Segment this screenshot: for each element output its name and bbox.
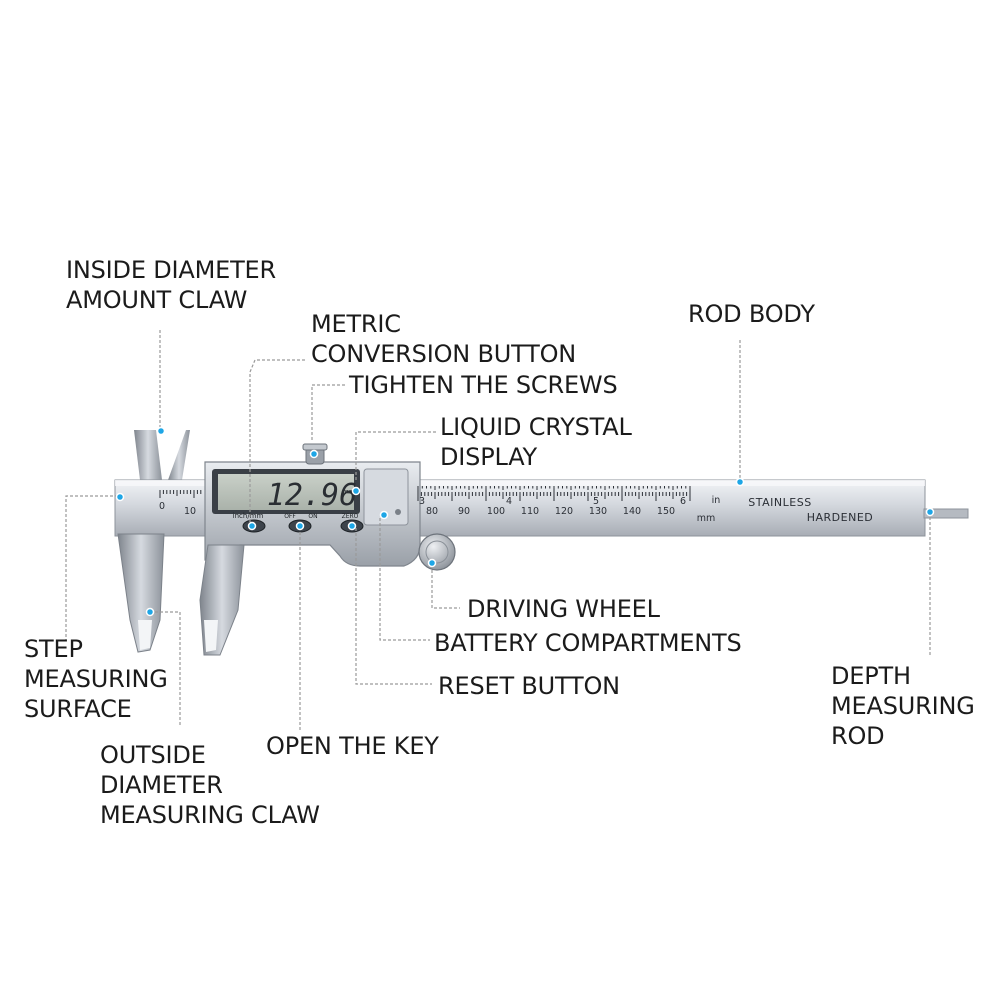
unit-mm-label: mm: [697, 513, 716, 524]
inside-claw-moving: [168, 430, 190, 480]
mm-scale-numbers: 80 90 100 110 120 130 140 150: [426, 506, 675, 517]
inch-number: 6: [680, 496, 686, 507]
step-surface-line2: MEASURING: [24, 665, 168, 693]
leader-lines: [65, 330, 931, 730]
mm-number: 140: [623, 506, 641, 517]
step-surface-line1: STEP: [24, 635, 83, 663]
dot-open-key: [295, 521, 305, 531]
lcd-line2: DISPLAY: [440, 443, 538, 471]
lcd-unit: mm: [342, 488, 356, 496]
on-label: ON: [308, 513, 317, 520]
dot-reset-button: [347, 521, 357, 531]
outside-claw-callout: OUTSIDE DIAMETER MEASURING CLAW: [100, 740, 320, 830]
battery-line1: BATTERY COMPARTMENTS: [434, 629, 742, 657]
zero-label: ZERO: [342, 513, 359, 520]
outside-claw-line2: DIAMETER: [100, 771, 223, 799]
dot-rod-body: [735, 477, 745, 487]
outside-claw-fixed: [117, 533, 165, 653]
lcd-line1: LIQUID CRYSTAL: [440, 413, 632, 441]
driving-wheel-callout: DRIVING WHEEL: [467, 594, 660, 624]
rod-body-line1: ROD BODY: [688, 300, 815, 328]
off-label: OFF: [284, 513, 296, 520]
driving-wheel-line1: DRIVING WHEEL: [467, 595, 660, 623]
inch-mm-label: inch/mm: [233, 512, 264, 520]
driving-wheel[interactable]: [418, 533, 456, 571]
mm-number: 120: [555, 506, 573, 517]
jaw-scale-ten: 10: [184, 506, 196, 517]
inside-claw-line2: AMOUNT CLAW: [66, 286, 248, 314]
reset-button-callout: RESET BUTTON: [438, 671, 620, 701]
metric-button-callout: METRIC CONVERSION BUTTON: [311, 309, 576, 369]
tighten-screws-line1: TIGHTEN THE SCREWS: [349, 371, 618, 399]
dot-driving-wheel: [427, 558, 437, 568]
metric-button-line1: METRIC: [311, 310, 401, 338]
dot-inside-claw: [156, 426, 166, 436]
dot-depth-rod: [925, 507, 935, 517]
scale-ticks: [159, 486, 691, 501]
rod-body-callout: ROD BODY: [688, 299, 815, 329]
inch-number: 5: [593, 496, 599, 507]
open-key-callout: OPEN THE KEY: [266, 731, 439, 761]
stamp-hardened: HARDENED: [807, 511, 874, 524]
inch-number: 3: [419, 496, 425, 507]
mm-number: 90: [458, 506, 470, 517]
dot-tighten-screws: [309, 449, 319, 459]
battery-callout: BATTERY COMPARTMENTS: [434, 628, 742, 658]
mm-number: 130: [589, 506, 607, 517]
dot-battery: [379, 510, 389, 520]
depth-rod: [923, 508, 969, 519]
reset-button-line1: RESET BUTTON: [438, 672, 620, 700]
dot-lcd: [351, 486, 361, 496]
inside-claw-fixed: [134, 430, 162, 480]
outside-claw-line3: MEASURING CLAW: [100, 801, 320, 829]
step-surface-callout: STEP MEASURING SURFACE: [24, 634, 168, 724]
inside-claw-line1: INSIDE DIAMETER: [66, 256, 276, 284]
mm-number: 150: [657, 506, 675, 517]
depth-rod-line2: MEASURING: [831, 692, 975, 720]
mm-number: 80: [426, 506, 438, 517]
lcd-reading: 12.96: [267, 478, 357, 513]
step-surface-line3: SURFACE: [24, 695, 132, 723]
inch-number: 4: [506, 496, 512, 507]
depth-rod-line1: DEPTH: [831, 662, 911, 690]
dot-step-surface: [115, 492, 125, 502]
inside-claw-callout: INSIDE DIAMETER AMOUNT CLAW: [66, 255, 276, 315]
lcd-callout: LIQUID CRYSTAL DISPLAY: [440, 412, 632, 472]
depth-rod-callout: DEPTH MEASURING ROD: [831, 661, 975, 751]
callout-dots: [115, 426, 935, 617]
stamp-stainless: STAINLESS: [748, 496, 811, 509]
depth-rod-line3: ROD: [831, 722, 885, 750]
unit-in-label: in: [712, 495, 721, 506]
mm-number: 100: [487, 506, 505, 517]
metric-button-line2: CONVERSION BUTTON: [311, 340, 577, 368]
tighten-screws-callout: TIGHTEN THE SCREWS: [349, 370, 618, 400]
mm-number: 110: [521, 506, 539, 517]
outside-claw-line1: OUTSIDE: [100, 741, 206, 769]
jaw-scale-zero: 0: [159, 501, 165, 512]
lcd-screen: [218, 474, 354, 510]
dot-metric-button: [247, 521, 257, 531]
open-key-line1: OPEN THE KEY: [266, 732, 439, 760]
dot-outside-claw: [145, 607, 155, 617]
inch-scale-numbers: 3 4 5 6: [419, 496, 686, 507]
